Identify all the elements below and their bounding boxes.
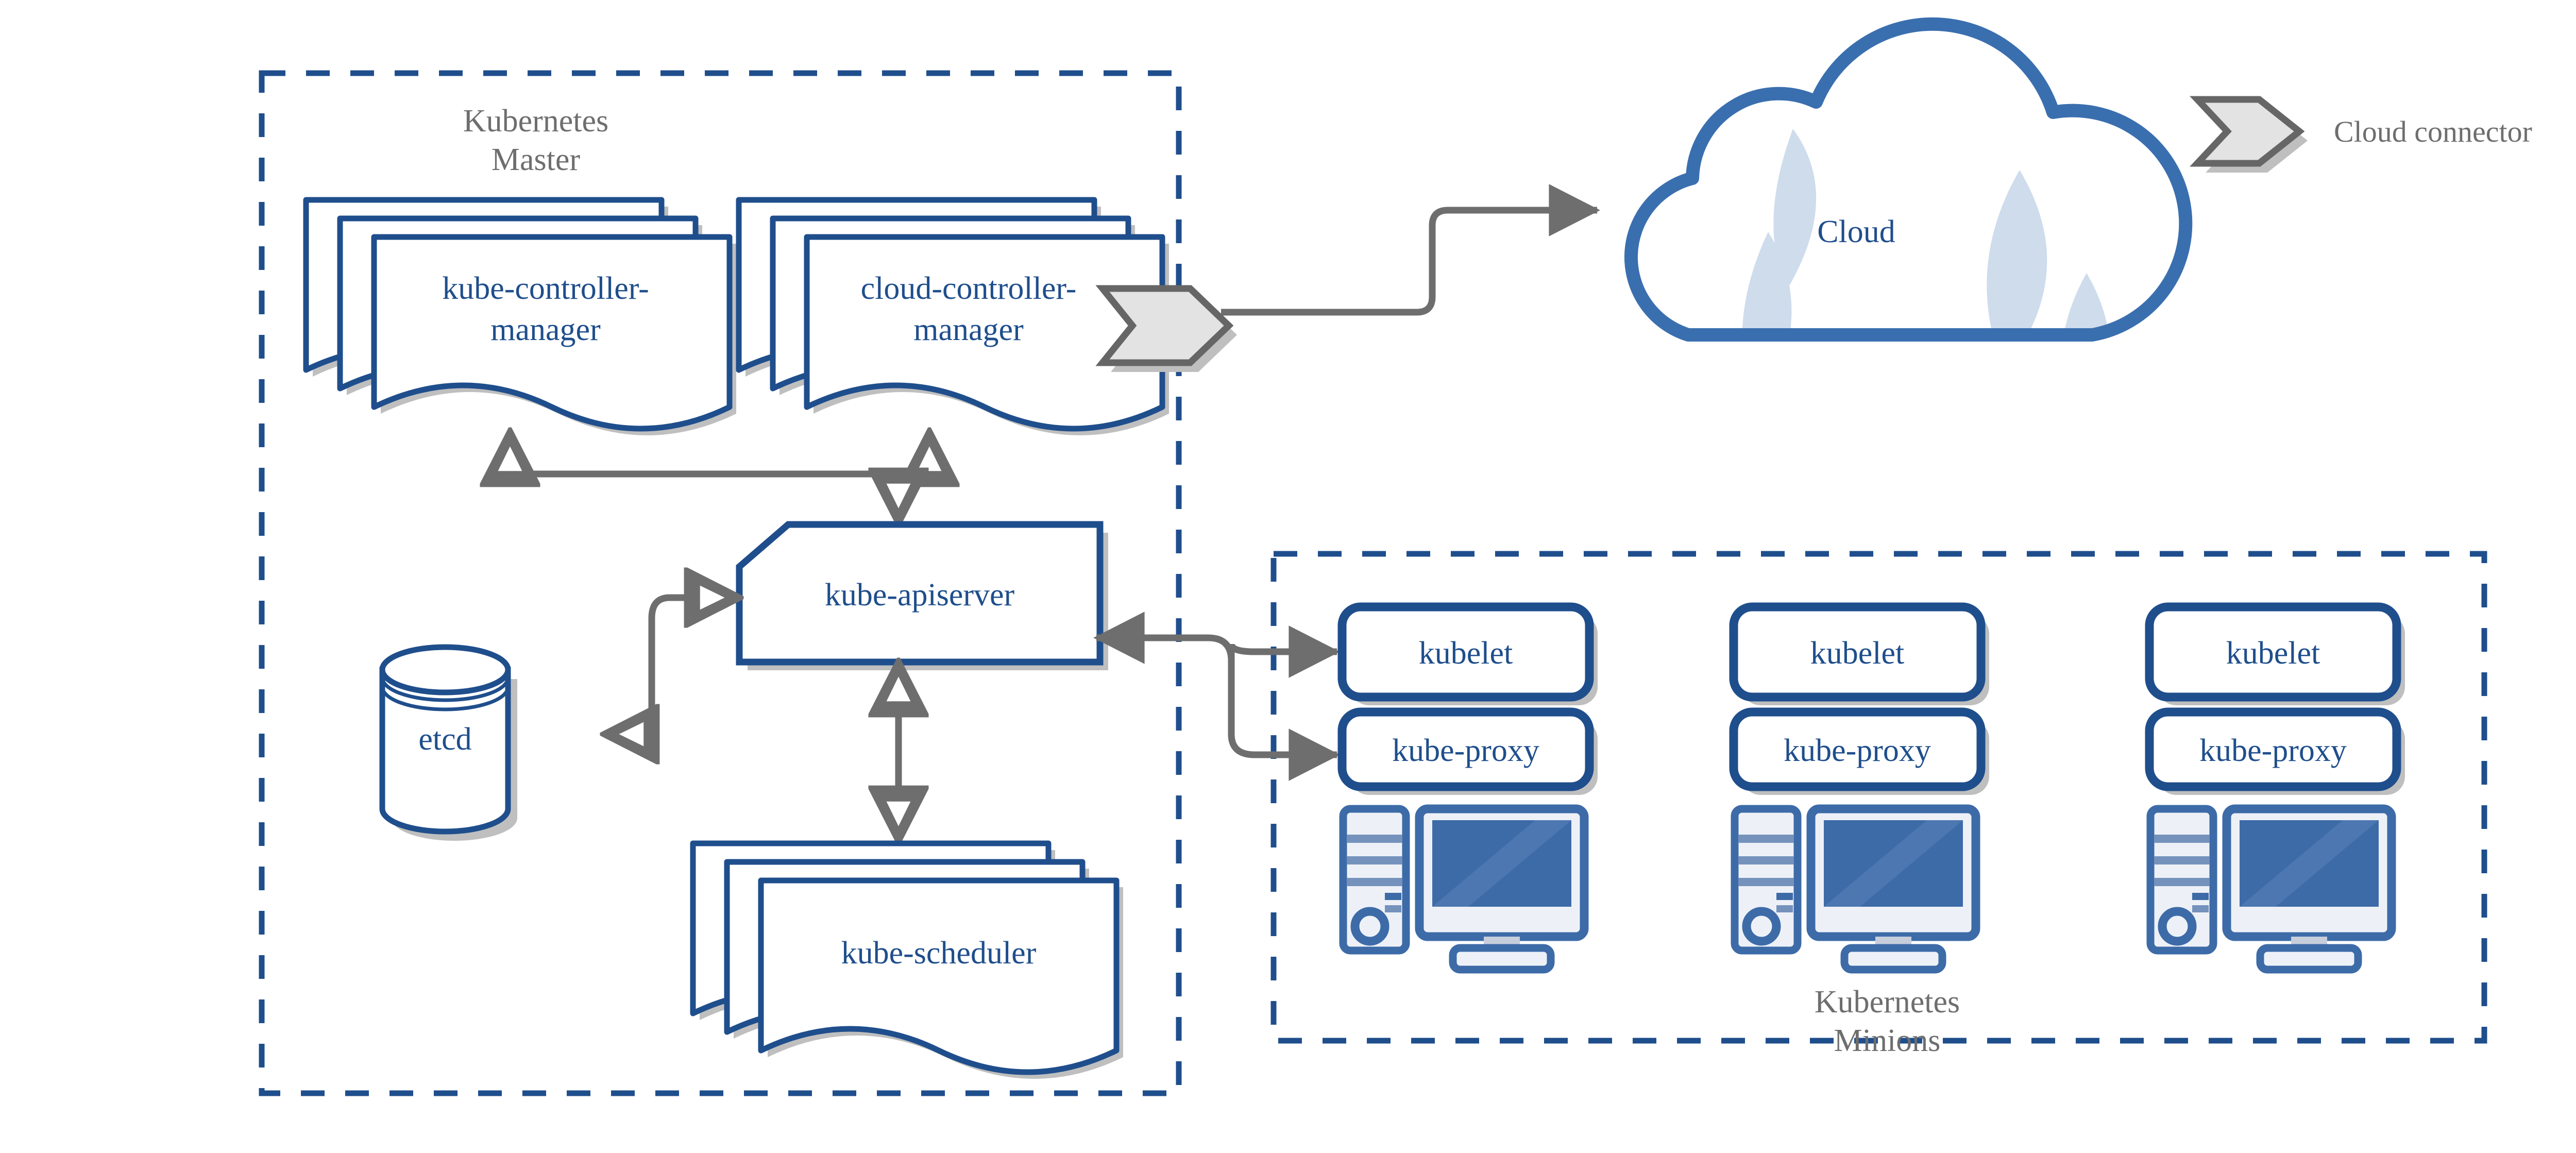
cloud-connector-chevron-icon (1095, 285, 1237, 372)
cloud-accent-1 (1773, 129, 1817, 289)
minion-3-kubelet-box[interactable] (2145, 602, 2401, 702)
doc-sheet-front (804, 234, 1165, 432)
etcd-body (379, 667, 511, 835)
pc-slot-2 (2154, 856, 2210, 864)
pc-slot-2 (1347, 856, 1402, 864)
pc-led-2 (1776, 905, 1793, 912)
etcd-top-ellipse (379, 644, 511, 696)
pc-power-button (2158, 907, 2197, 946)
kube-controller-manager-label-line1: kube-controller- (442, 271, 649, 306)
connector-apiserver-etcd (608, 598, 736, 734)
kubernetes-minions-group (1270, 551, 2487, 1044)
cloud-label: Cloud (1817, 214, 1895, 249)
pc-led-1 (2192, 893, 2209, 900)
cloud-accent-2 (1742, 232, 1792, 335)
minion-3-kube-proxy-box[interactable] (2145, 707, 2401, 791)
minion-1-kube-proxy-box[interactable] (1337, 707, 1594, 791)
etcd-label: etcd (418, 722, 471, 757)
pc-power-button (1350, 907, 1389, 946)
pc-slot-3 (1347, 878, 1402, 886)
pc-led-2 (2192, 905, 2209, 912)
minion-1-kubelet-label: kubelet (1419, 636, 1513, 671)
minions-group-label-line1: Kubernetes (1815, 985, 1960, 1020)
minions-dashed-border (1270, 551, 2487, 1044)
pc-slot-2 (1738, 856, 1794, 864)
master-group-label-line2: Master (492, 142, 581, 177)
etcd-node[interactable]: etcd (379, 644, 517, 841)
minion-2-kubelet-box[interactable] (1729, 602, 1986, 702)
minion-2-kubelet-label: kubelet (1810, 636, 1905, 671)
master-dashed-border (259, 70, 1182, 1096)
cloud-outline (1624, 17, 2193, 342)
kube-scheduler-label: kube-scheduler (841, 936, 1037, 971)
cloud-accents (1742, 129, 2110, 335)
pc-slot-3 (1738, 878, 1794, 886)
monitor-glare (1824, 820, 1963, 907)
cloud-accent-4 (2060, 273, 2110, 335)
minion-node-1: kubelet kube-proxy (1337, 602, 1598, 974)
minion-1-kubelet-box[interactable] (1337, 602, 1594, 702)
connector-apiserver-to-kubelet (1228, 625, 1340, 678)
minion-node-3: kubelet kube-proxy (2145, 602, 2405, 974)
minion-1-kube-proxy-label: kube-proxy (1392, 733, 1539, 768)
minion-node-2: kubelet kube-proxy (1729, 602, 1989, 974)
pc-led-1 (1776, 893, 1793, 900)
pc-led-1 (1385, 893, 1401, 900)
minions-group-label-line2: Minions (1834, 1023, 1941, 1058)
etcd-ring-2 (380, 686, 510, 711)
kube-apiserver-label: kube-apiserver (825, 578, 1015, 613)
pc-slot-1 (1347, 835, 1402, 843)
connector-apiserver-to-kube-proxy (1093, 612, 1340, 781)
legend-label: Cloud connector (2334, 115, 2532, 148)
legend: Cloud connector (2190, 96, 2532, 173)
kube-controller-manager-label-line2: manager (490, 312, 601, 347)
cloud-controller-manager-label-line2: manager (913, 312, 1024, 347)
connector-cloud-controller-to-cloud (1221, 184, 1600, 316)
kube-apiserver-node[interactable]: kube-apiserver (736, 521, 1108, 670)
minion-3-kube-proxy-label: kube-proxy (2199, 733, 2347, 768)
pc-slot-1 (1738, 835, 1794, 843)
minion-2-computer-icon (1731, 804, 1980, 974)
doc-sheet-front (371, 234, 733, 432)
minion-2-kube-proxy-box[interactable] (1729, 707, 1986, 791)
cloud-fill (1631, 24, 2186, 335)
chevron-body (1095, 285, 1234, 366)
minion-2-kube-proxy-label: kube-proxy (1784, 733, 1931, 768)
legend-cloud-connector-chevron-icon (2190, 96, 2308, 173)
kubernetes-master-group: Kubernetes Master (259, 70, 1182, 1096)
cloud-controller-manager-label-line1: cloud-controller- (861, 271, 1077, 306)
monitor-base (1840, 944, 1946, 974)
cloud-controller-manager-node[interactable]: cloud-controller- manager (736, 197, 1169, 435)
monitor-glare (2240, 820, 2379, 907)
monitor-base (2256, 944, 2362, 974)
pc-slot-3 (2154, 878, 2210, 886)
etcd-ring-1 (380, 677, 510, 702)
cloud-accent-3 (1987, 170, 2047, 335)
monitor-glare (1432, 820, 1571, 907)
minion-3-kubelet-label: kubelet (2226, 636, 2320, 671)
monitor-base (1449, 944, 1555, 974)
pc-led-2 (1385, 905, 1401, 912)
minion-3-computer-icon (2146, 804, 2396, 974)
legend-chevron-body (2190, 96, 2305, 167)
pc-power-button (1742, 907, 1781, 946)
kube-scheduler-node[interactable]: kube-scheduler (690, 840, 1123, 1079)
master-group-label-line1: Kubernetes (463, 104, 608, 139)
connector-apiserver-to-cloud-controller-manager (895, 435, 929, 515)
connector-apiserver-to-kube-controller-manager (510, 435, 902, 515)
minion-1-computer-icon (1339, 804, 1589, 974)
kube-controller-manager-node[interactable]: kube-controller- manager (303, 197, 736, 435)
doc-sheet-front (758, 877, 1120, 1075)
cloud-node[interactable]: Cloud (1624, 17, 2193, 448)
pc-slot-1 (2154, 835, 2210, 843)
